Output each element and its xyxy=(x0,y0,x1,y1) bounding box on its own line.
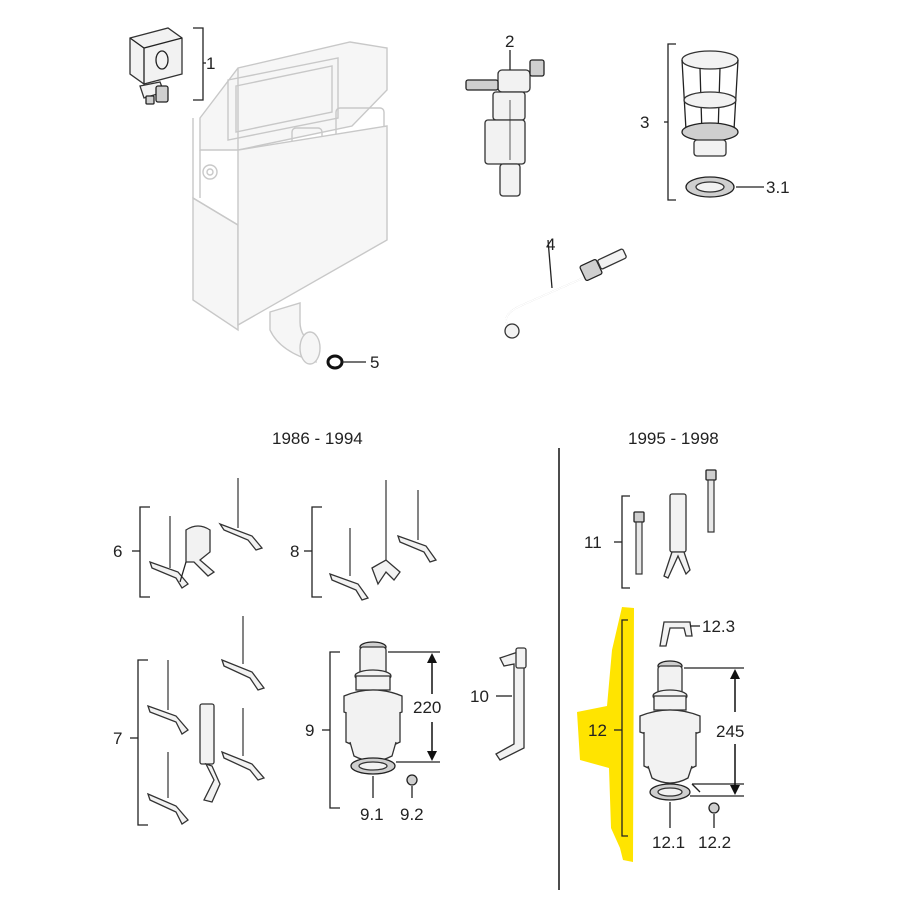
label-5: 5 xyxy=(370,353,379,372)
label-9-1: 9.1 xyxy=(360,805,384,824)
part-4-supply-hose xyxy=(504,239,627,339)
cistern-body xyxy=(192,41,388,365)
highlight-marker xyxy=(577,607,634,862)
dimension-220: 220 xyxy=(413,698,441,717)
part-12-flush-valve xyxy=(614,619,744,837)
section-title-left: 1986 - 1994 xyxy=(272,429,363,448)
part-8-lever-set xyxy=(304,480,438,601)
part-3-outlet-cage xyxy=(664,43,764,201)
part-10-bracket xyxy=(495,647,527,761)
label-1: 1 xyxy=(206,54,215,73)
part-1-flush-button xyxy=(129,27,206,105)
label-3-1: 3.1 xyxy=(766,178,790,197)
label-12-1: 12.1 xyxy=(652,833,685,852)
part-5-o-ring xyxy=(326,354,366,370)
part-7-lever-set xyxy=(130,616,266,826)
dimension-245: 245 xyxy=(716,722,744,741)
part-9-flush-valve xyxy=(322,641,440,809)
label-12: 12 xyxy=(588,721,607,740)
label-4: 4 xyxy=(546,235,555,254)
label-11: 11 xyxy=(584,533,602,552)
label-12-2: 12.2 xyxy=(698,833,731,852)
label-7: 7 xyxy=(113,729,122,748)
label-12-3: 12.3 xyxy=(702,617,735,636)
label-9: 9 xyxy=(305,721,314,740)
label-8: 8 xyxy=(290,542,299,561)
label-6: 6 xyxy=(113,542,122,561)
label-9-2: 9.2 xyxy=(400,805,424,824)
part-2-fill-valve xyxy=(465,50,545,197)
section-title-right: 1995 - 1998 xyxy=(628,429,719,448)
label-3: 3 xyxy=(640,113,649,132)
label-2: 2 xyxy=(505,32,514,51)
label-10: 10 xyxy=(470,687,489,706)
part-6-lever-set xyxy=(132,478,264,598)
part-11-rods xyxy=(614,469,717,589)
